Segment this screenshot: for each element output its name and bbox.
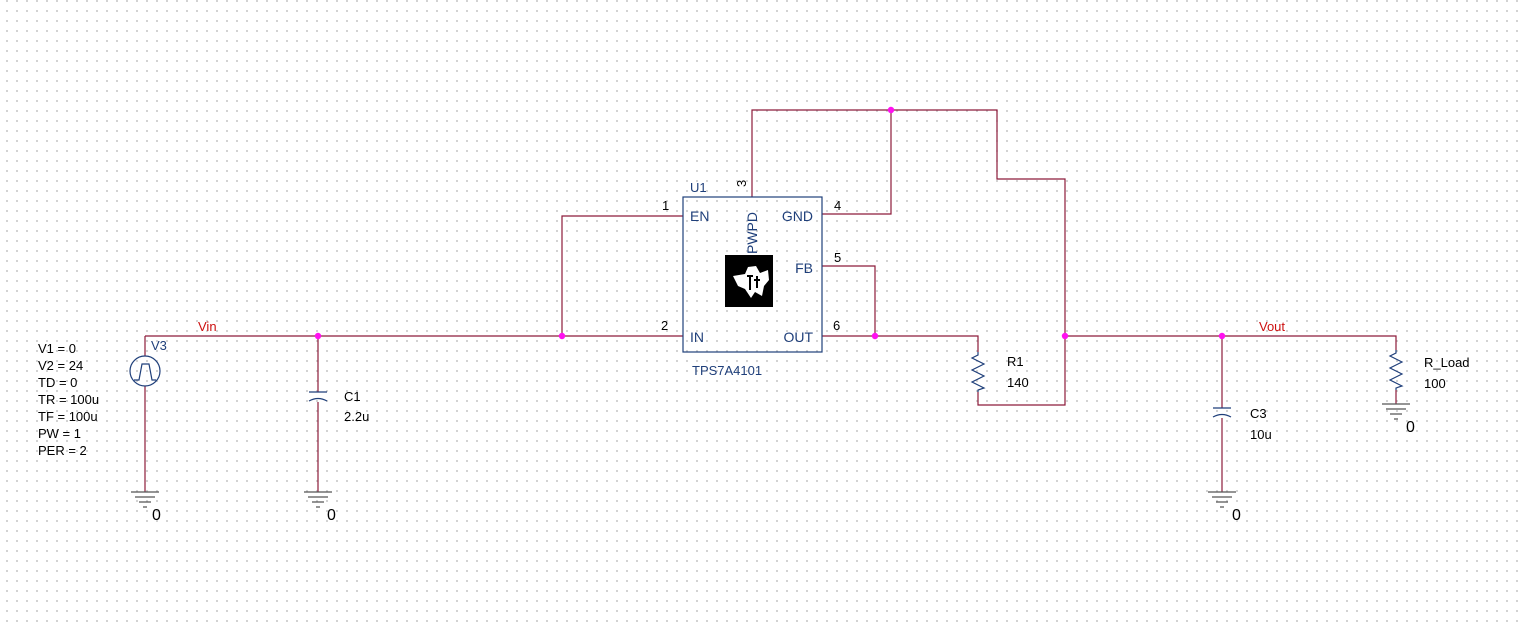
junction-dot[interactable] <box>1218 332 1226 340</box>
source-param-per: PER = 2 <box>38 443 87 458</box>
ground-icon <box>131 491 159 508</box>
ground-icon <box>1382 403 1410 420</box>
source-param-v2: V2 = 24 <box>38 358 83 373</box>
ground-rload[interactable]: 0 <box>1382 403 1415 436</box>
resistor-r1-value: 140 <box>1007 375 1029 390</box>
resistor-rload-refdes: R_Load <box>1424 355 1470 370</box>
pin-out-name: OUT <box>783 329 813 345</box>
source-param-tf: TF = 100u <box>38 409 98 424</box>
junction-dot[interactable] <box>314 332 322 340</box>
resistor-rload[interactable]: R_Load 100 <box>1388 350 1470 391</box>
junction-dot[interactable] <box>871 332 879 340</box>
junction-dot[interactable] <box>887 106 895 114</box>
manufacturer-logo-icon <box>725 255 773 307</box>
wire-fb[interactable] <box>822 265 876 336</box>
wire-vout[interactable] <box>1065 335 1397 350</box>
net-label-vin[interactable]: Vin <box>198 319 217 334</box>
ground-label: 0 <box>1406 419 1415 436</box>
source-v3[interactable]: V3 V1 = 0 V2 = 24 TD = 0 TR = 100u TF = … <box>38 338 167 458</box>
ground-label: 0 <box>327 507 336 524</box>
ic-body <box>682 196 823 353</box>
source-param-pw: PW = 1 <box>38 426 81 441</box>
capacitor-c3[interactable]: C3 10u <box>1212 406 1272 442</box>
pin-en-name: EN <box>690 208 709 224</box>
pin-out-number: 6 <box>833 318 840 333</box>
capacitor-c1-refdes: C1 <box>344 389 361 404</box>
wire-out[interactable] <box>822 335 979 352</box>
pin-fb-name: FB <box>795 260 813 276</box>
resistor-r1-symbol <box>970 352 986 392</box>
capacitor-c1-value: 2.2u <box>344 409 369 424</box>
net-label-vout[interactable]: Vout <box>1259 319 1285 334</box>
ground-icon <box>1208 491 1236 508</box>
junction-dot[interactable] <box>558 332 566 340</box>
pulse-waveform-icon <box>134 363 156 381</box>
ic-part-number: TPS7A4101 <box>692 363 762 378</box>
junction-dot[interactable] <box>1061 332 1069 340</box>
pin-pwpd-number: 3 <box>734 180 749 187</box>
source-param-tr: TR = 100u <box>38 392 99 407</box>
ground-label: 0 <box>1232 507 1241 524</box>
resistor-r1-refdes: R1 <box>1007 354 1024 369</box>
pin-en-number: 1 <box>662 198 669 213</box>
source-params: V1 = 0 V2 = 24 TD = 0 TR = 100u TF = 100… <box>38 341 99 458</box>
resistor-rload-symbol <box>1388 350 1404 390</box>
resistor-rload-value: 100 <box>1424 376 1446 391</box>
source-param-td: TD = 0 <box>38 375 77 390</box>
wire-en[interactable] <box>561 215 683 336</box>
ground-c3[interactable]: 0 <box>1208 491 1241 524</box>
capacitor-c3-symbol <box>1212 407 1232 418</box>
source-refdes: V3 <box>151 338 167 353</box>
capacitor-c1[interactable]: C1 2.2u <box>308 389 369 424</box>
pin-gnd-name: GND <box>782 208 813 224</box>
resistor-r1[interactable]: R1 140 <box>970 352 1029 392</box>
pin-gnd-number: 4 <box>834 198 841 213</box>
ground-label: 0 <box>152 507 161 524</box>
source-param-v1: V1 = 0 <box>38 341 76 356</box>
pin-pwpd-name: PWPD <box>744 212 760 254</box>
pin-in-number: 2 <box>661 318 668 333</box>
ground-source[interactable]: 0 <box>131 491 161 524</box>
source-body <box>129 355 161 387</box>
wire-gnd-pin[interactable] <box>822 110 892 215</box>
ic-u1[interactable]: U1 TPS7A4101 EN IN GND FB OUT PWPD 1 2 3… <box>661 180 841 378</box>
wires <box>144 109 1397 492</box>
pin-fb-number: 5 <box>834 250 841 265</box>
ground-icon <box>304 491 332 508</box>
capacitor-c1-symbol <box>308 391 328 402</box>
ic-refdes: U1 <box>690 180 707 195</box>
ground-c1[interactable]: 0 <box>304 491 336 524</box>
junctions <box>314 106 1226 340</box>
pin-in-name: IN <box>690 329 704 345</box>
wire-gnd-loop[interactable] <box>751 109 1066 406</box>
capacitor-c3-value: 10u <box>1250 427 1272 442</box>
capacitor-c3-refdes: C3 <box>1250 406 1267 421</box>
